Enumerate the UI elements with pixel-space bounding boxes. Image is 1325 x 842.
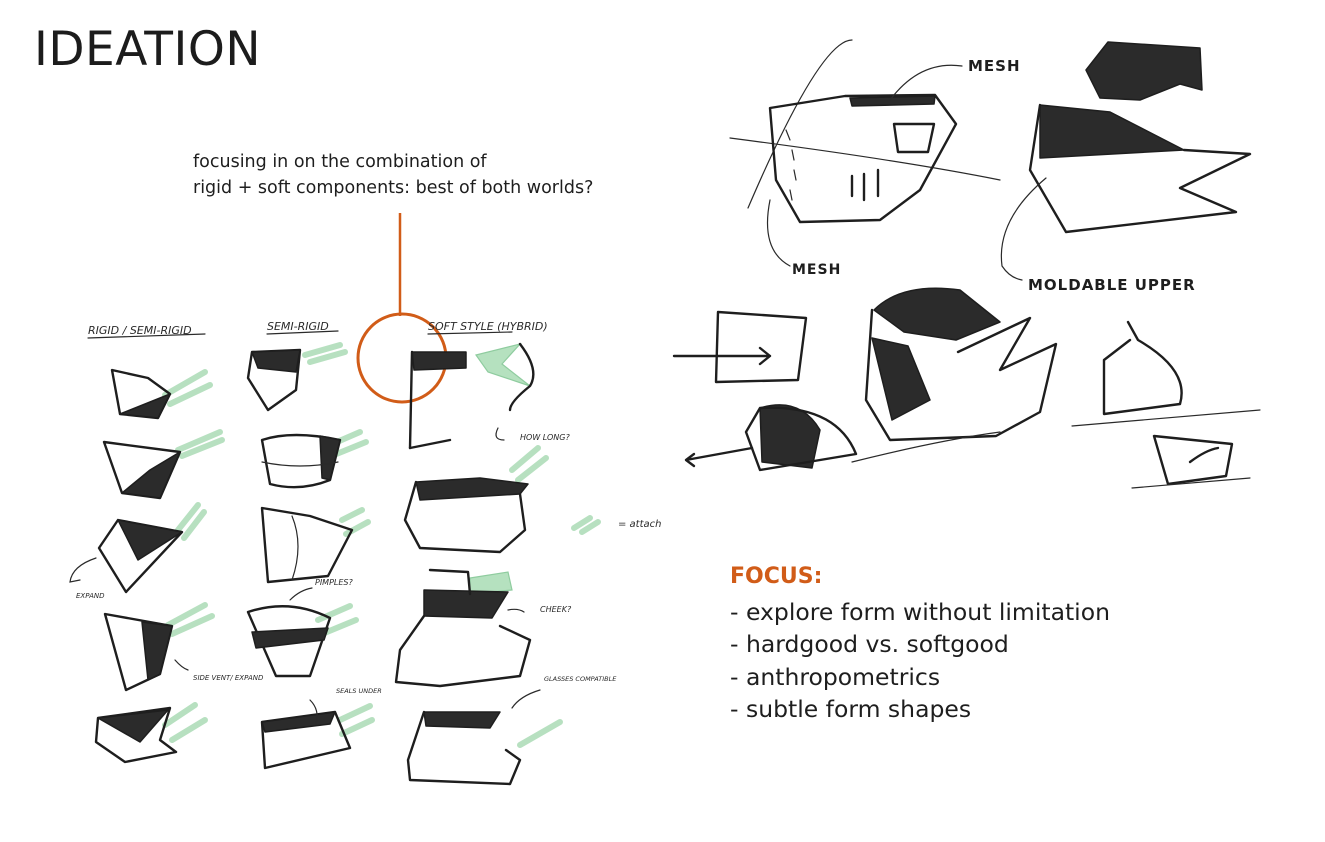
mask-sketch-r3c3: CHEEK? xyxy=(394,568,572,688)
mask-sketch-r1c2 xyxy=(246,342,348,412)
callout-text: focusing in on the combination of rigid … xyxy=(193,149,593,201)
annotation-pimples: PIMPLES? xyxy=(315,578,354,587)
mask-sketch-r2c3: = attach xyxy=(403,445,662,554)
mask-sketch-r5c1 xyxy=(94,702,208,764)
focus-item: - explore form without limitation xyxy=(730,597,1110,626)
annotation-attach: = attach xyxy=(618,519,662,530)
column-label-semi: SEMI-RIGID xyxy=(267,320,329,333)
focus-item: - hardgood vs. softgood xyxy=(730,630,1009,658)
label-mesh-top: MESH xyxy=(968,57,1021,75)
label-mesh-bottom: MESH xyxy=(792,262,841,278)
helmet-sketch-small-2 xyxy=(684,404,858,472)
focus-item: - subtle form shapes xyxy=(730,695,972,723)
focus-item: - anthropometrics xyxy=(730,662,941,691)
annotation-seals-under: SEALS UNDER xyxy=(336,687,382,695)
annotation-side-vent: SIDE VENT/ EXPAND xyxy=(193,674,264,682)
mask-sketch-r3c1: EXPAND xyxy=(69,502,207,600)
mask-sketch-r5c3: GLASSES COMPATIBLE xyxy=(406,675,617,786)
helmet-sketch-upper: MOLDABLE UPPER xyxy=(1000,41,1252,294)
helmet-sketch-main: MESH MESH xyxy=(729,39,1021,278)
annotation-expand: EXPAND xyxy=(76,592,105,600)
focus-heading: FOCUS: xyxy=(730,564,823,589)
mask-sketch-r2c1 xyxy=(102,429,225,500)
column-label-rigid: RIGID / SEMI-RIGID xyxy=(88,324,192,337)
helmet-sketch-right xyxy=(1071,320,1261,489)
annotation-glasses: GLASSES COMPATIBLE xyxy=(544,675,617,683)
callout-line-2: rigid + soft components: best of both wo… xyxy=(193,178,594,198)
mask-sketch-r4c2: PIMPLES? xyxy=(246,578,359,678)
page-title: IDEATION xyxy=(34,22,261,77)
mask-sketch-r5c2: SEALS UNDER xyxy=(260,687,382,770)
column-label-hybrid: SOFT STYLE (HYBRID) xyxy=(428,320,548,333)
annotation-how-long: HOW LONG? xyxy=(520,433,570,442)
annotation-cheek: CHEEK? xyxy=(540,605,572,614)
mask-sketch-r2c2 xyxy=(260,429,369,489)
focus-block: FOCUS: - explore form without limitation… xyxy=(730,561,1110,726)
helmet-sketch-center xyxy=(851,287,1058,463)
mask-sketch-r3c2 xyxy=(260,506,371,584)
mask-sketch-r1c3: HOW LONG? xyxy=(408,342,570,450)
mask-sketch-r1c1 xyxy=(110,368,213,420)
label-moldable-upper: MOLDABLE UPPER xyxy=(1028,276,1196,294)
helmet-sketch-small-1 xyxy=(672,310,808,384)
focus-list: - explore form without limitation - hard… xyxy=(730,596,1110,726)
callout-line-1: focusing in on the combination of xyxy=(193,152,487,172)
mask-sketch-r4c1: SIDE VENT/ EXPAND xyxy=(103,602,264,692)
